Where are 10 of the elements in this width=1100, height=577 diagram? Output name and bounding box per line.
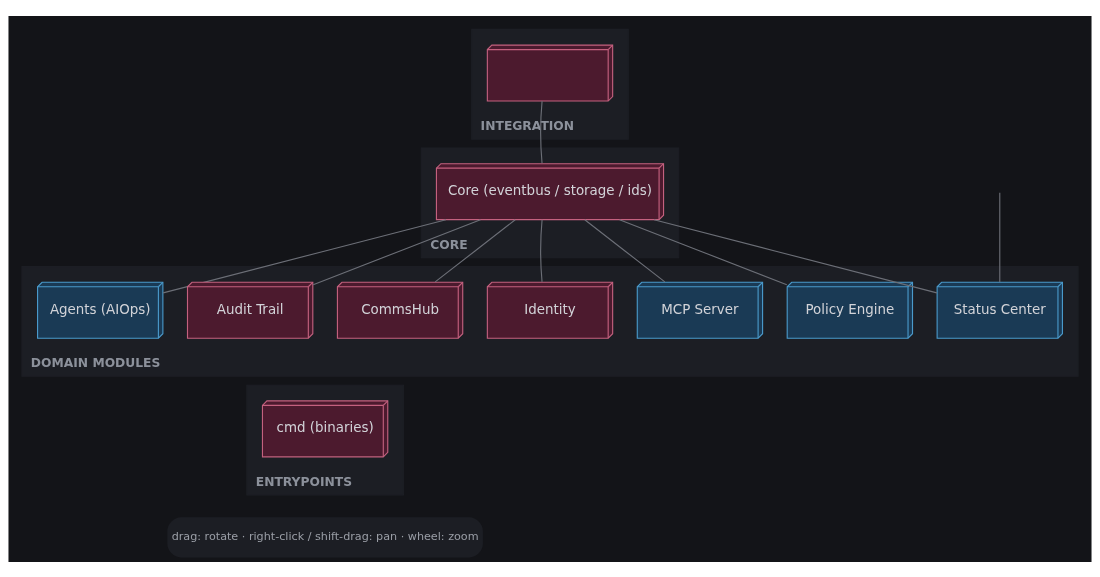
connector	[162, 218, 447, 293]
connector	[540, 218, 543, 282]
connector	[653, 218, 938, 293]
connector	[619, 218, 788, 285]
connector	[434, 218, 516, 282]
label: drag: rotate · right-click / shift-drag: pan · wheel: zoom	[171, 529, 479, 543]
connector	[540, 100, 543, 164]
cluster: INTEGRATION	[471, 28, 629, 140]
connector	[584, 218, 666, 282]
connector	[999, 191, 1001, 283]
